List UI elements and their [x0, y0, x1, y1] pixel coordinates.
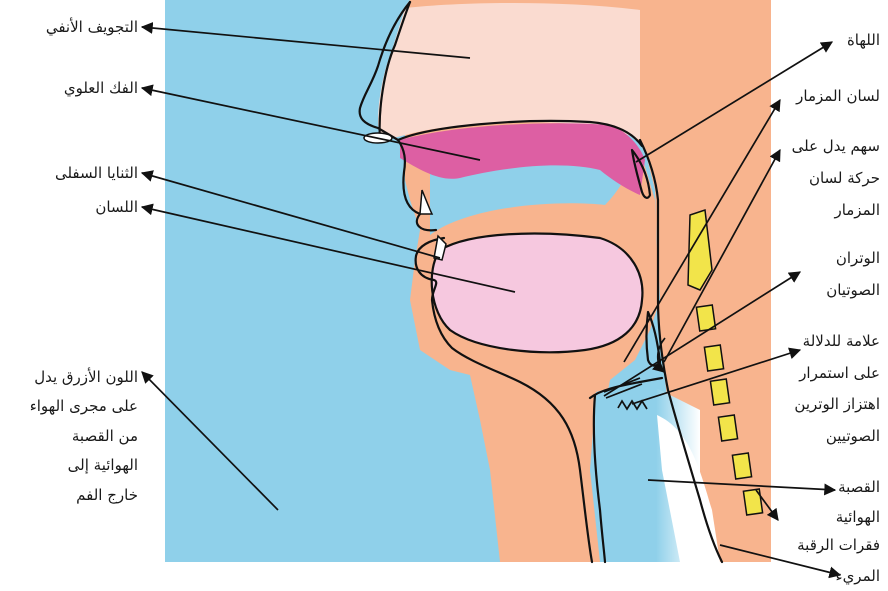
tongue — [432, 234, 643, 353]
vertebra — [718, 415, 737, 441]
label-vertebrae: فقرات الرقبة — [797, 536, 880, 554]
label-uvula: اللهاة — [847, 31, 880, 49]
vertebra — [710, 379, 729, 405]
vertebra — [732, 453, 751, 479]
label-blue-color-line2: على مجرى الهواء — [30, 397, 138, 415]
label-nasal-cavity: التجويف الأنفي — [46, 17, 138, 37]
label-lower-incisors: الثنايا السفلى — [55, 164, 138, 182]
label-blue-color-line3: من القصبة — [72, 427, 138, 445]
label-epi-arrow-line2: حركة لسان — [809, 169, 880, 187]
label-epi-arrow-line1: سهم يدل على — [792, 137, 880, 155]
label-blue-color-line4: الهوائية إلى — [68, 456, 138, 474]
nasal-cavity — [378, 3, 640, 140]
label-esophagus: المريء — [836, 567, 880, 586]
vertebra — [704, 345, 723, 371]
label-vibration-line2: على استمرار — [798, 364, 880, 382]
vertebra — [743, 489, 762, 515]
label-vibration-line1: علامة للدلالة — [803, 332, 880, 350]
label-tongue: اللسان — [95, 198, 138, 216]
label-trachea-line1: القصبة — [838, 478, 880, 496]
label-epi-arrow-line3: المزمار — [833, 201, 880, 219]
label-vibration-line4: الصوتيين — [826, 427, 880, 445]
label-upper-jaw: الفك العلوي — [64, 79, 138, 98]
label-vocal-cords-line2: الصوتيان — [826, 281, 880, 299]
label-vocal-cords-line1: الوتران — [836, 249, 880, 267]
label-blue-color-line1: اللون الأزرق يدل — [34, 367, 138, 386]
label-vibration-line3: اهتزاز الوترين — [794, 395, 880, 413]
label-epiglottis: لسان المزمار — [795, 87, 880, 105]
label-trachea-line2: الهوائية — [836, 508, 880, 526]
label-blue-color-line5: خارج الفم — [76, 486, 138, 505]
